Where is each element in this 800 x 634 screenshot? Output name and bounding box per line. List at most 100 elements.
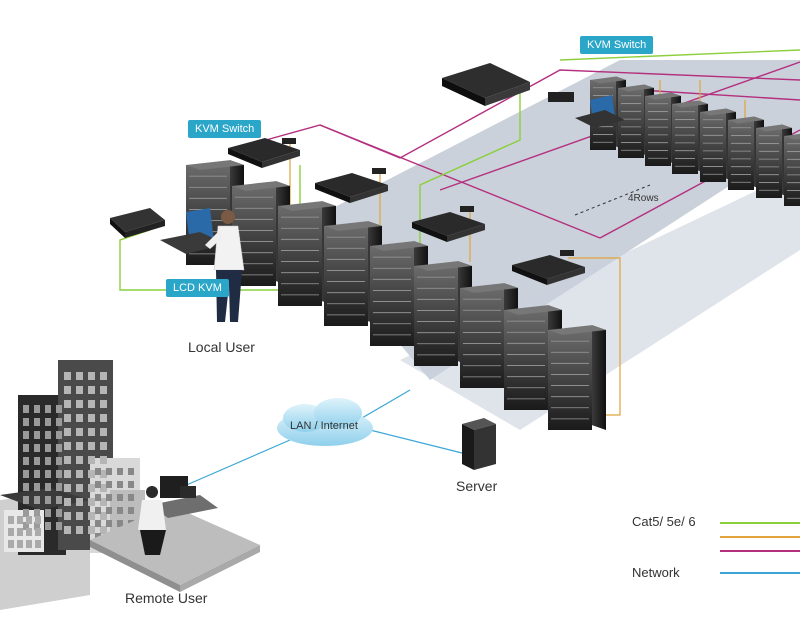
window (56, 457, 62, 465)
local-user-figure (205, 210, 245, 322)
legend-cat-label: Cat5/ 5e/ 6 (632, 514, 696, 529)
window (64, 498, 71, 506)
window (56, 496, 62, 504)
window (8, 516, 14, 524)
window (64, 526, 71, 534)
window (8, 528, 14, 536)
window (45, 405, 51, 413)
kvm-switch-box (512, 255, 585, 285)
lcd-kvm-console (160, 208, 226, 254)
network-cable (369, 429, 471, 456)
window (76, 484, 83, 492)
rows-label: 4Rows (628, 193, 659, 204)
window (34, 444, 40, 452)
window (100, 442, 107, 450)
window (8, 540, 14, 548)
window (100, 484, 107, 492)
window (56, 405, 62, 413)
server-tower (462, 418, 496, 470)
window (106, 481, 112, 488)
window (64, 470, 71, 478)
window (76, 386, 83, 394)
window (56, 522, 62, 530)
window (23, 522, 29, 530)
window (23, 470, 29, 478)
window (34, 483, 40, 491)
window (88, 498, 95, 506)
window (64, 456, 71, 464)
window (23, 509, 29, 517)
green-cable (419, 80, 521, 290)
window (88, 526, 95, 534)
window (45, 444, 51, 452)
window (64, 414, 71, 422)
server-label: Server (456, 478, 498, 494)
window (23, 457, 29, 465)
window (100, 512, 107, 520)
adapter (372, 168, 386, 174)
lcd-kvm-device (110, 208, 165, 238)
window (76, 498, 83, 506)
window (117, 468, 123, 475)
window (88, 414, 95, 422)
window (34, 496, 40, 504)
window (76, 400, 83, 408)
window (76, 456, 83, 464)
window (128, 468, 134, 475)
purple-cable (639, 89, 800, 101)
window (106, 494, 112, 501)
purple-cable (319, 69, 800, 159)
window (23, 418, 29, 426)
kvm-switch-tag-top: KVM Switch (580, 36, 654, 54)
window (64, 372, 71, 380)
window (34, 470, 40, 478)
orange-cable (568, 257, 621, 416)
window (76, 414, 83, 422)
window (76, 428, 83, 436)
lan-internet-cloud (277, 398, 373, 446)
remote-user-label: Remote User (125, 590, 208, 606)
office-buildings (0, 360, 145, 610)
window (34, 457, 40, 465)
window (88, 400, 95, 408)
window (100, 456, 107, 464)
window (100, 386, 107, 394)
window (76, 512, 83, 520)
kvm-switch-box (315, 173, 388, 203)
window (117, 481, 123, 488)
adapter (560, 250, 574, 256)
window (34, 522, 40, 530)
window (26, 516, 32, 524)
window (100, 372, 107, 380)
adapter (460, 206, 474, 212)
window (88, 428, 95, 436)
window (88, 470, 95, 478)
window (64, 512, 71, 520)
window (23, 496, 29, 504)
window (64, 484, 71, 492)
window (17, 540, 23, 548)
adapter (282, 138, 296, 144)
window (64, 428, 71, 436)
window (106, 507, 112, 514)
server-rack (548, 325, 606, 430)
window (56, 509, 62, 517)
window (88, 512, 95, 520)
window (64, 400, 71, 408)
window (26, 540, 32, 548)
window (35, 516, 41, 524)
window (76, 372, 83, 380)
window (17, 528, 23, 536)
window (34, 418, 40, 426)
far-kvm-console (575, 95, 625, 128)
window (45, 457, 51, 465)
window (23, 431, 29, 439)
legend-network-label: Network (632, 565, 680, 580)
window (56, 470, 62, 478)
lan-internet-label: LAN / Internet (290, 420, 358, 432)
window (117, 520, 123, 527)
adapter (548, 92, 574, 102)
window (76, 470, 83, 478)
network-cable (174, 439, 291, 491)
